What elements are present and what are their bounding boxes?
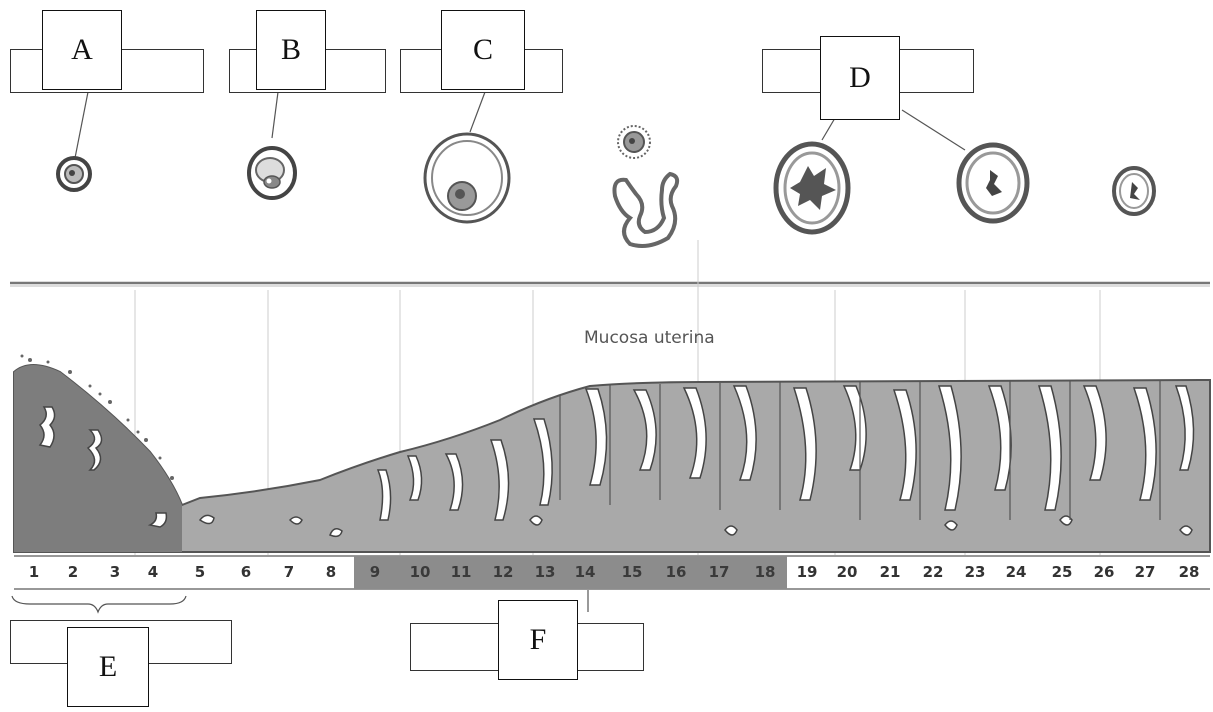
day-label-16: 16 — [665, 563, 687, 581]
label-a: A — [42, 10, 122, 90]
day-label-7: 7 — [283, 563, 295, 581]
label-d: D — [820, 36, 900, 120]
label-b: B — [256, 10, 326, 90]
day-label-4: 4 — [147, 563, 159, 581]
day-label-25: 25 — [1051, 563, 1073, 581]
day-label-5: 5 — [194, 563, 206, 581]
day-label-9: 9 — [369, 563, 381, 581]
corpus-luteum-mature — [956, 142, 1030, 224]
mature-follicle — [423, 132, 511, 224]
day-label-23: 23 — [964, 563, 986, 581]
day-label-3: 3 — [109, 563, 121, 581]
day-label-19: 19 — [796, 563, 818, 581]
day-strip — [14, 555, 1210, 590]
day-label-10: 10 — [409, 563, 431, 581]
primordial-follicle — [56, 156, 92, 192]
day-label-6: 6 — [240, 563, 252, 581]
growing-follicle — [247, 146, 297, 200]
day-label-27: 27 — [1134, 563, 1156, 581]
day-label-14: 14 — [574, 563, 596, 581]
ovulation-oocyte — [617, 125, 651, 159]
day-label-26: 26 — [1093, 563, 1115, 581]
corpus-luteum-regressing — [1112, 166, 1156, 216]
uterine-mucosa — [13, 354, 1211, 553]
label-f: F — [498, 600, 578, 680]
ruptured-follicle — [612, 171, 680, 248]
day-label-12: 12 — [492, 563, 514, 581]
corpus-luteum-early — [773, 141, 851, 235]
day-label-28: 28 — [1178, 563, 1200, 581]
day-label-18: 18 — [754, 563, 776, 581]
label-c: C — [441, 10, 525, 90]
day-label-2: 2 — [67, 563, 79, 581]
day-label-13: 13 — [534, 563, 556, 581]
day-label-8: 8 — [325, 563, 337, 581]
label-e: E — [67, 627, 149, 707]
day-label-15: 15 — [621, 563, 643, 581]
fertile-window-band — [354, 556, 787, 589]
leader-lines — [11, 91, 966, 614]
day-label-17: 17 — [708, 563, 730, 581]
day-label-1: 1 — [28, 563, 40, 581]
day-label-21: 21 — [879, 563, 901, 581]
separator-line — [10, 281, 1210, 287]
day-label-20: 20 — [836, 563, 858, 581]
day-label-22: 22 — [922, 563, 944, 581]
mucosa-label: Mucosa uterina — [584, 328, 715, 348]
day-label-24: 24 — [1005, 563, 1027, 581]
day-label-11: 11 — [450, 563, 472, 581]
